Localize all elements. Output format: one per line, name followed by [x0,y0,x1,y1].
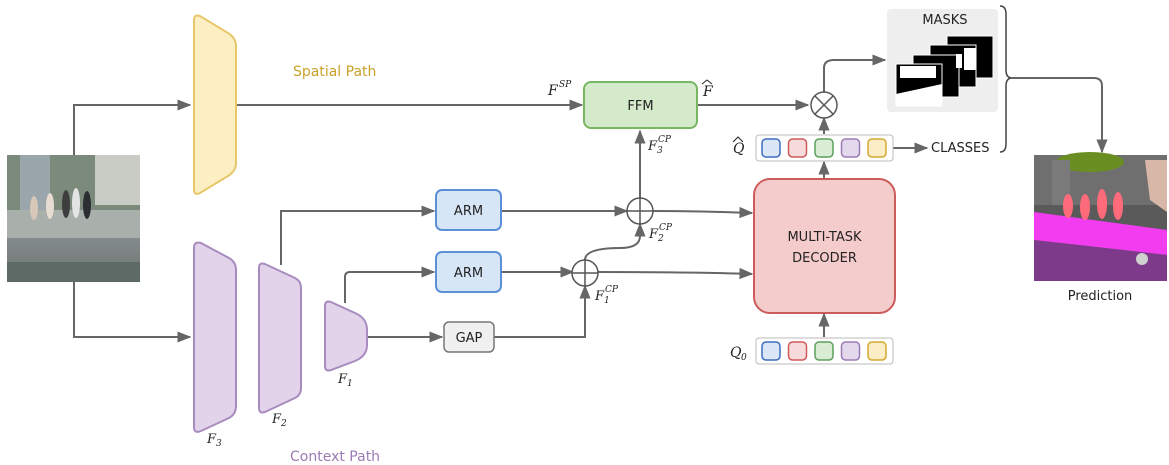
svg-text:SP: SP [559,80,572,90]
svg-text:1: 1 [604,296,610,306]
svg-text:F: F [702,84,714,100]
svg-text:3: 3 [216,439,222,449]
decoder-label-line1: MULTI-TASK [787,230,862,245]
q0-query-slot-1 [761,341,781,361]
q0-query-slot-2 [787,341,808,361]
connectors [73,54,1108,343]
f2cp-label: F 2 CP [648,223,673,244]
f3cp-label: F 3 CP [647,135,672,156]
classes-label: CLASSES [931,141,989,156]
svg-text:Q: Q [733,141,745,157]
masks-panel: MASKS [887,9,998,112]
multi-task-decoder-box [753,178,896,314]
svg-text:3: 3 [657,146,663,156]
grouping-brace [999,5,1013,153]
input-street-image [7,155,140,282]
sum-node-2 [626,197,654,225]
q0-label: Q 0 [730,345,747,363]
svg-text:F: F [547,83,559,99]
q0-query-slot-5 [867,341,887,361]
spatial-encoder [193,14,237,195]
arm-top-box [435,189,502,231]
svg-text:F: F [271,412,282,427]
multiply-node [810,91,838,119]
svg-text:CP: CP [659,223,673,233]
svg-text:F: F [594,289,605,304]
svg-text:F: F [648,227,659,242]
arm-top-label: ARM [454,204,483,219]
f1-label: F 1 [337,372,353,389]
q-hat-slots [761,138,887,158]
arm-bottom-box [435,251,502,293]
svg-text:F: F [647,139,658,154]
arm-bottom-label: ARM [454,266,483,281]
prediction-image [1034,152,1167,281]
svg-text:CP: CP [605,285,619,295]
svg-text:1: 1 [347,379,353,389]
masks-label: MASKS [922,13,967,28]
q-hat-query-slot-1 [761,138,781,158]
ffm-label: FFM [627,99,653,114]
q-hat-query-slot-4 [840,138,861,158]
context-encoder-stage2 [258,262,302,414]
q-hat-query-slot-5 [867,138,887,158]
f3-label: F 3 [206,432,222,449]
sum-node-1 [571,259,599,287]
svg-text:F: F [337,372,348,387]
svg-text:2: 2 [657,234,664,244]
q0-query-slot-3 [814,341,834,361]
svg-text:F: F [206,432,217,447]
f-hat-label: F [701,79,714,100]
svg-text:2: 2 [280,419,287,429]
context-encoder-stage1 [324,300,368,372]
gap-box [443,321,495,353]
q-hat-query-slot-3 [814,138,834,158]
f-sp-label: F SP [547,80,572,99]
context-encoder-stage3 [193,241,237,433]
f1cp-label: F 1 CP [594,285,619,306]
ffm-box [583,81,698,129]
f2-label: F 2 [271,412,287,429]
svg-text:CP: CP [658,135,672,145]
q0-slots [761,341,887,361]
spatial-path-label: Spatial Path [293,64,376,80]
q0-query-slot-4 [840,341,861,361]
svg-text:Q: Q [730,345,742,361]
q-hat-query-slot-2 [787,138,808,158]
decoder-label-line2: DECODER [792,251,857,266]
q-hat-label: Q [732,136,745,157]
context-path-label: Context Path [290,449,380,465]
gap-label: GAP [456,331,483,346]
prediction-label: Prediction [1068,289,1133,304]
svg-text:0: 0 [741,353,747,363]
